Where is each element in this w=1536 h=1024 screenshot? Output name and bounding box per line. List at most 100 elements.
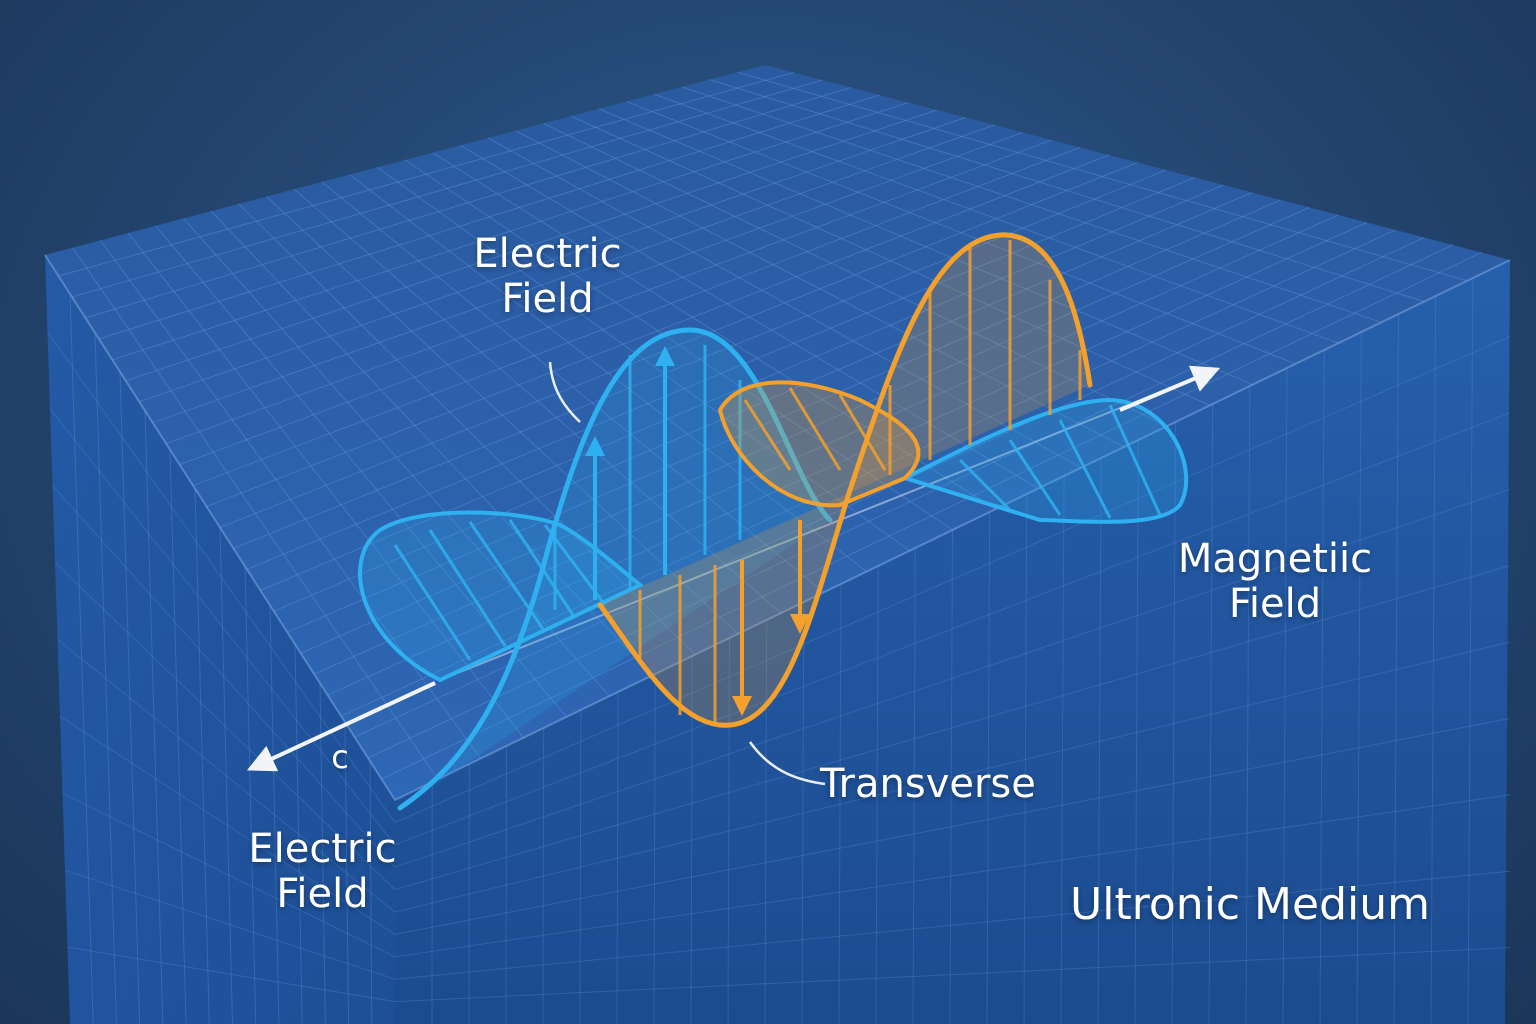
grid-line [394,565,1511,891]
grid-line [293,188,782,614]
grid-line [260,184,1224,591]
electric-field-wave [358,327,1189,811]
grid-line [875,565,879,1024]
grid-line [62,792,396,958]
grid-line [1171,421,1176,1024]
electric-hatch-lines [393,345,1162,661]
electric-hatch-line [468,521,547,633]
grid-line [144,410,164,1024]
grid-line [1245,385,1251,1024]
grid-line [542,727,545,1024]
grid-line [1282,367,1288,1024]
grid-line [99,240,482,759]
grid-line [327,222,1367,696]
grid-line [94,332,117,1024]
electric-hatch-line [1008,439,1062,516]
grid-line [64,869,396,980]
grid-line [192,147,1081,487]
grid-line [340,229,1396,717]
grid-line [460,144,1039,489]
grid-line [219,527,233,1024]
grid-line [59,715,396,935]
magnetic-main-wave [597,232,1093,728]
grid-line [515,130,1125,448]
magnetic-hatch-lines [638,240,1082,725]
grid-line [1134,439,1139,1024]
grid-line [194,488,210,1024]
electric-hatch-line [958,458,1012,512]
grid-line [71,79,823,298]
grid-line [432,152,996,510]
grid-line [709,79,1425,303]
grid-line [58,72,794,277]
grid-line [764,619,768,1024]
grid-line [487,137,1082,469]
grid-line [626,101,1296,365]
grid-line [1023,493,1028,1024]
grid-line [183,218,610,697]
grid-line [404,159,953,531]
grid-line [139,117,966,403]
speed-arrow-back [246,681,436,772]
electric-top-leader [548,361,581,423]
grid-line [354,237,1425,738]
grid-line [367,244,1453,759]
grid-line [838,583,842,1024]
grid-line [294,644,303,1024]
grid-line [152,124,995,424]
magnetic-hatch-line [788,387,842,471]
grid-line [616,691,619,1024]
grid-line [1430,295,1437,1024]
grid-line [394,335,1511,823]
grid-line [49,408,396,846]
grid-line [67,946,396,1003]
grid-line [681,86,1382,323]
grid-line [505,745,507,1024]
grid-line [1393,313,1399,1024]
electric-hatch-line [428,529,507,647]
grid-line [244,566,257,1024]
grid-line [986,511,991,1024]
electric-field-label-bottom: Electric Field [248,826,397,917]
grid-line [54,562,396,890]
grid-line [269,605,280,1024]
grid-line [369,761,373,1024]
grid-line [1356,331,1362,1024]
grid-line [1097,457,1102,1024]
grid-line [654,93,1339,344]
grid-line [543,123,1168,427]
grid-line [112,102,909,361]
grid-line [319,683,326,1024]
grid-line [266,196,739,635]
grid-line [737,71,1468,282]
electric-lobe-right [899,397,1189,524]
propagation-arrow-forward [1119,365,1221,412]
grid-line [394,870,1511,980]
grid-line [125,109,938,382]
grid-line [1467,277,1474,1024]
grid-line [653,673,656,1024]
grid-line [349,174,868,572]
grid-line [381,252,1482,780]
electric-hatch-line [1058,419,1112,519]
grid-line [394,488,1511,868]
grid-line [165,132,1024,445]
grid-line [246,177,1195,570]
grid-line [52,485,396,868]
propagation-axis [439,369,1216,681]
grid-line [727,637,730,1024]
electric-hatch-line [508,519,577,619]
transverse-label: Transverse [820,761,1036,807]
magnetic-hatch-line [743,399,792,471]
grid-line [570,115,1211,406]
medium-right-face [395,260,1510,1024]
grid-line [394,641,1511,913]
electric-hatch-line [393,544,472,661]
grid-line [801,601,805,1024]
grid-line [179,139,1052,466]
grid-line [119,371,141,1024]
grid-line [394,412,1511,846]
medium-top-face [45,65,1510,800]
grid-line [287,199,1281,633]
